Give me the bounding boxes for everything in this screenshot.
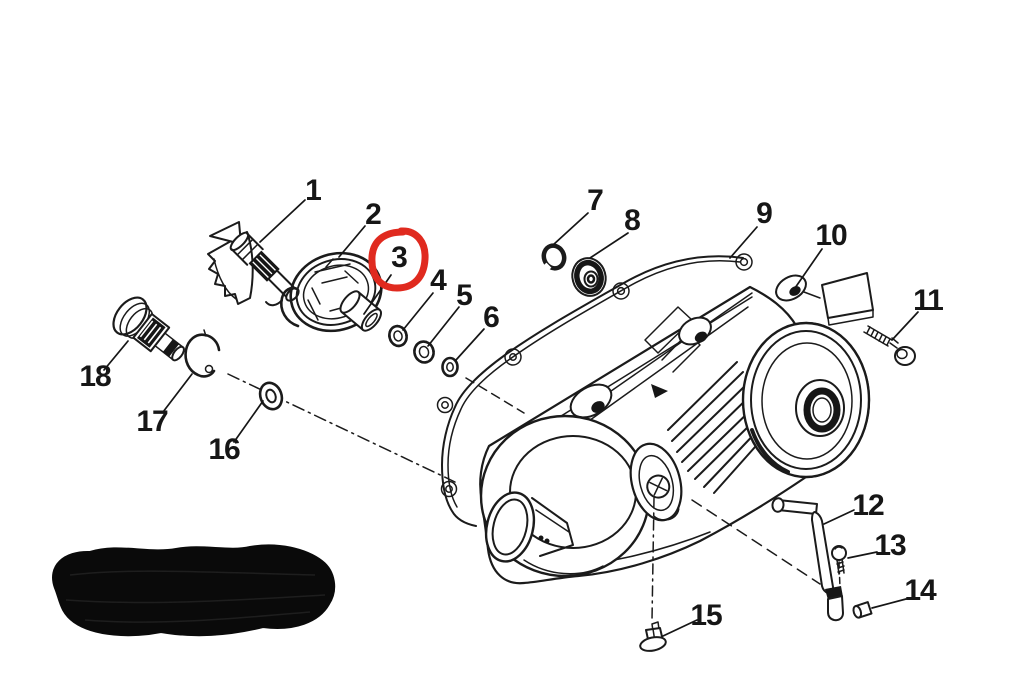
front-screw-boss	[629, 442, 683, 522]
part-callout-7: 7	[587, 184, 604, 217]
part-18-gear-assembly	[112, 296, 185, 362]
part-11-bolt	[863, 325, 916, 366]
arrow-marker	[651, 384, 668, 398]
gasket-ear	[436, 253, 753, 498]
part-callout-4: 4	[430, 264, 447, 297]
part-3-bushing	[339, 290, 382, 332]
part-5-lock-washer	[413, 340, 435, 364]
cover-body	[479, 274, 871, 585]
part-callout-12: 12	[852, 489, 884, 522]
leader-lines	[103, 199, 919, 637]
part-callout-13: 13	[874, 529, 906, 562]
part-callout-5: 5	[456, 279, 473, 312]
part-16-washer	[258, 381, 284, 411]
part-8-bearing	[571, 257, 607, 297]
part-callout-10: 10	[815, 219, 847, 252]
part-callout-18: 18	[79, 360, 111, 393]
part-7-seal-ring	[541, 243, 567, 271]
part-1-kick-spindle	[207, 221, 300, 305]
cover-drum	[741, 321, 871, 479]
part-15-flange-bolt	[639, 621, 667, 652]
part-callout-11: 11	[913, 284, 944, 317]
part-callout-8: 8	[624, 204, 641, 237]
redaction-scribble	[52, 544, 336, 637]
part-13-bolt	[831, 545, 847, 575]
part-10-bracket-plate	[803, 272, 874, 326]
highlight-circle-part-3	[368, 227, 429, 292]
part-callout-17: 17	[136, 405, 168, 438]
part-12-kick-lever	[771, 497, 844, 622]
part-callout-15: 15	[690, 599, 722, 632]
part-14-cap	[852, 601, 873, 619]
part-callout-3: 3	[391, 241, 408, 274]
part-callout-1: 1	[305, 174, 322, 207]
part-callout-2: 2	[365, 198, 382, 231]
part-4-lock-washer	[388, 324, 408, 348]
part-callout-6: 6	[483, 301, 500, 334]
part-9-gasket	[436, 253, 753, 527]
part-callout-14: 14	[904, 574, 936, 607]
part-17-clip	[184, 329, 221, 378]
cover-snout	[484, 491, 604, 575]
part-callout-16: 16	[208, 433, 240, 466]
part-callout-9: 9	[756, 197, 773, 230]
part-6-oring	[441, 356, 459, 378]
